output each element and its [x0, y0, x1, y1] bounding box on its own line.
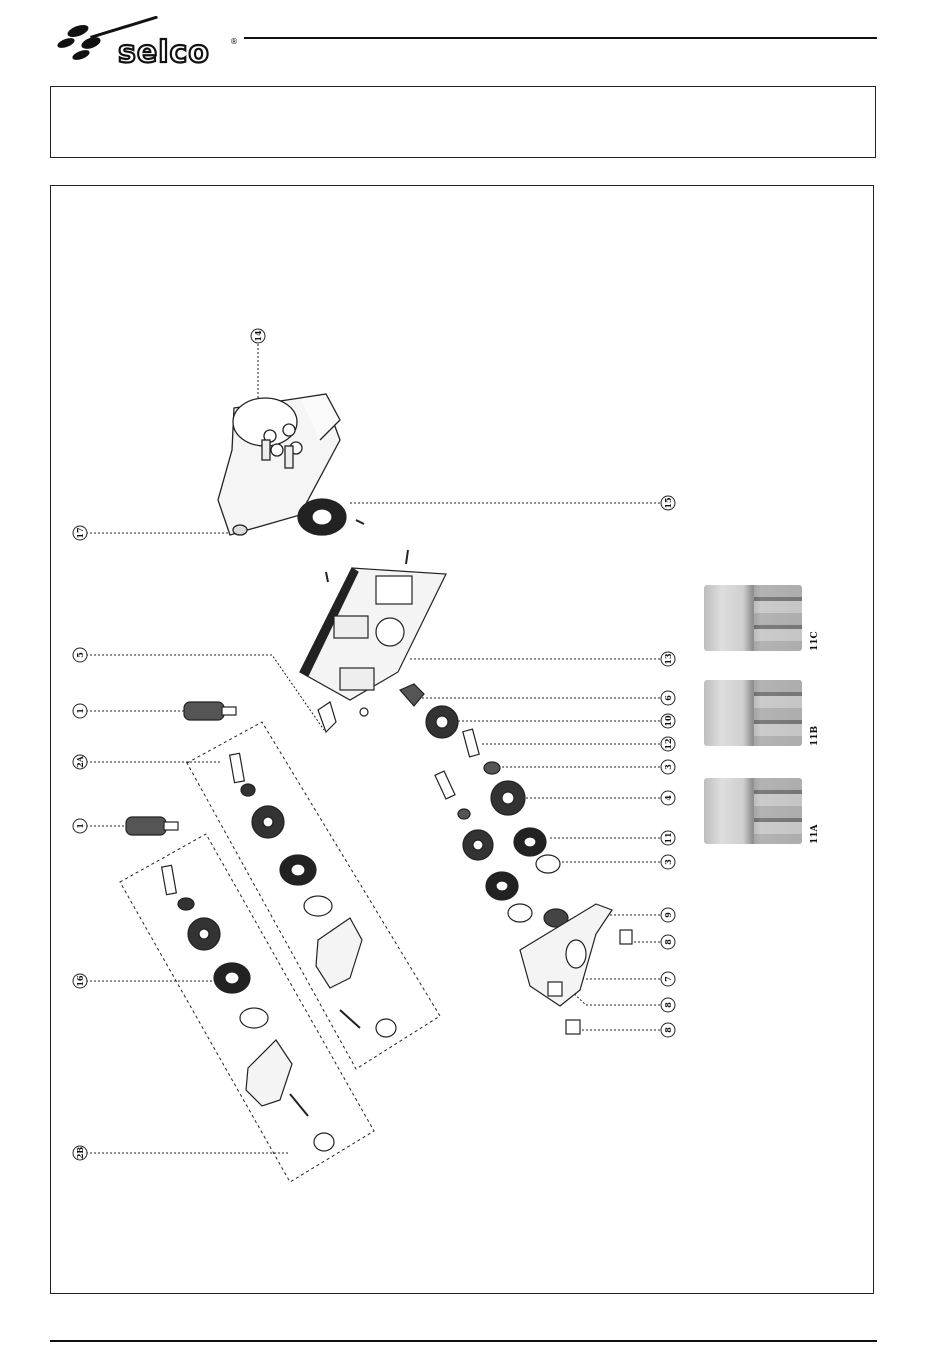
gear-train: [318, 684, 568, 927]
roller-11c-image: [704, 585, 802, 651]
svg-text:1: 1: [75, 708, 85, 714]
callout-4: 4: [661, 791, 675, 805]
svg-text:2B: 2B: [75, 1147, 85, 1160]
roller-11a-label: 11A: [810, 824, 820, 844]
callout-15: 15: [661, 496, 675, 510]
callout-12: 12: [661, 737, 675, 751]
flange-plate: [298, 499, 364, 535]
callout-5: 5: [73, 648, 87, 662]
footer-rule: [50, 1340, 877, 1342]
callout-11: 11: [661, 831, 675, 845]
callout-10: 10: [661, 714, 675, 728]
kit-2a-parts: [230, 753, 396, 1037]
roller-11a-image: [704, 778, 802, 844]
svg-text:13: 13: [663, 653, 673, 665]
knob-1-lower: [126, 817, 178, 835]
svg-text:5: 5: [75, 652, 85, 658]
callout-1-upper: 1: [73, 704, 87, 718]
svg-text:15: 15: [663, 497, 673, 508]
callout-7: 7: [661, 972, 675, 986]
roller-11b-label: 11B: [810, 726, 820, 746]
main-plate: [300, 550, 446, 700]
svg-text:2A: 2A: [75, 755, 85, 768]
callout-8-a: 8: [661, 935, 675, 949]
svg-text:14: 14: [253, 330, 263, 342]
pressure-arm: [520, 904, 632, 1034]
callout-13: 13: [661, 652, 675, 666]
leader-lines: [86, 344, 668, 1182]
svg-text:1: 1: [75, 823, 85, 829]
callout-2b: 2B: [73, 1146, 87, 1160]
svg-text:7: 7: [663, 976, 673, 982]
svg-text:16: 16: [75, 975, 85, 987]
callout-9: 9: [661, 908, 675, 922]
roller-11b-image: [704, 680, 802, 746]
callout-8-b: 8: [661, 998, 675, 1012]
callout-3-upper: 3: [661, 760, 675, 774]
svg-text:8: 8: [663, 1027, 673, 1033]
svg-text:17: 17: [75, 527, 85, 538]
callout-3-lower: 3: [661, 855, 675, 869]
svg-text:8: 8: [663, 939, 673, 945]
svg-text:8: 8: [663, 1002, 673, 1008]
svg-text:6: 6: [663, 695, 673, 701]
callout-1-lower: 1: [73, 819, 87, 833]
svg-text:9: 9: [663, 912, 673, 918]
svg-text:11: 11: [663, 832, 673, 843]
callout-labels: 14 15 17 5 13 1 6 10 2A 12 3 4 1 11 3 9 …: [73, 329, 675, 1160]
svg-text:3: 3: [663, 859, 673, 865]
svg-text:10: 10: [663, 715, 673, 727]
callout-8-c: 8: [661, 1023, 675, 1037]
svg-text:3: 3: [663, 764, 673, 770]
callout-2a: 2A: [73, 755, 87, 769]
callout-14: 14: [251, 329, 265, 343]
roller-11c-label: 11C: [810, 631, 820, 651]
svg-text:4: 4: [663, 795, 673, 801]
knob-1-upper: [184, 702, 236, 720]
roller-variants: 11C 11B 11A: [704, 585, 834, 855]
callout-17: 17: [73, 526, 87, 540]
svg-text:12: 12: [663, 738, 673, 749]
callout-6: 6: [661, 691, 675, 705]
callout-16: 16: [73, 974, 87, 988]
